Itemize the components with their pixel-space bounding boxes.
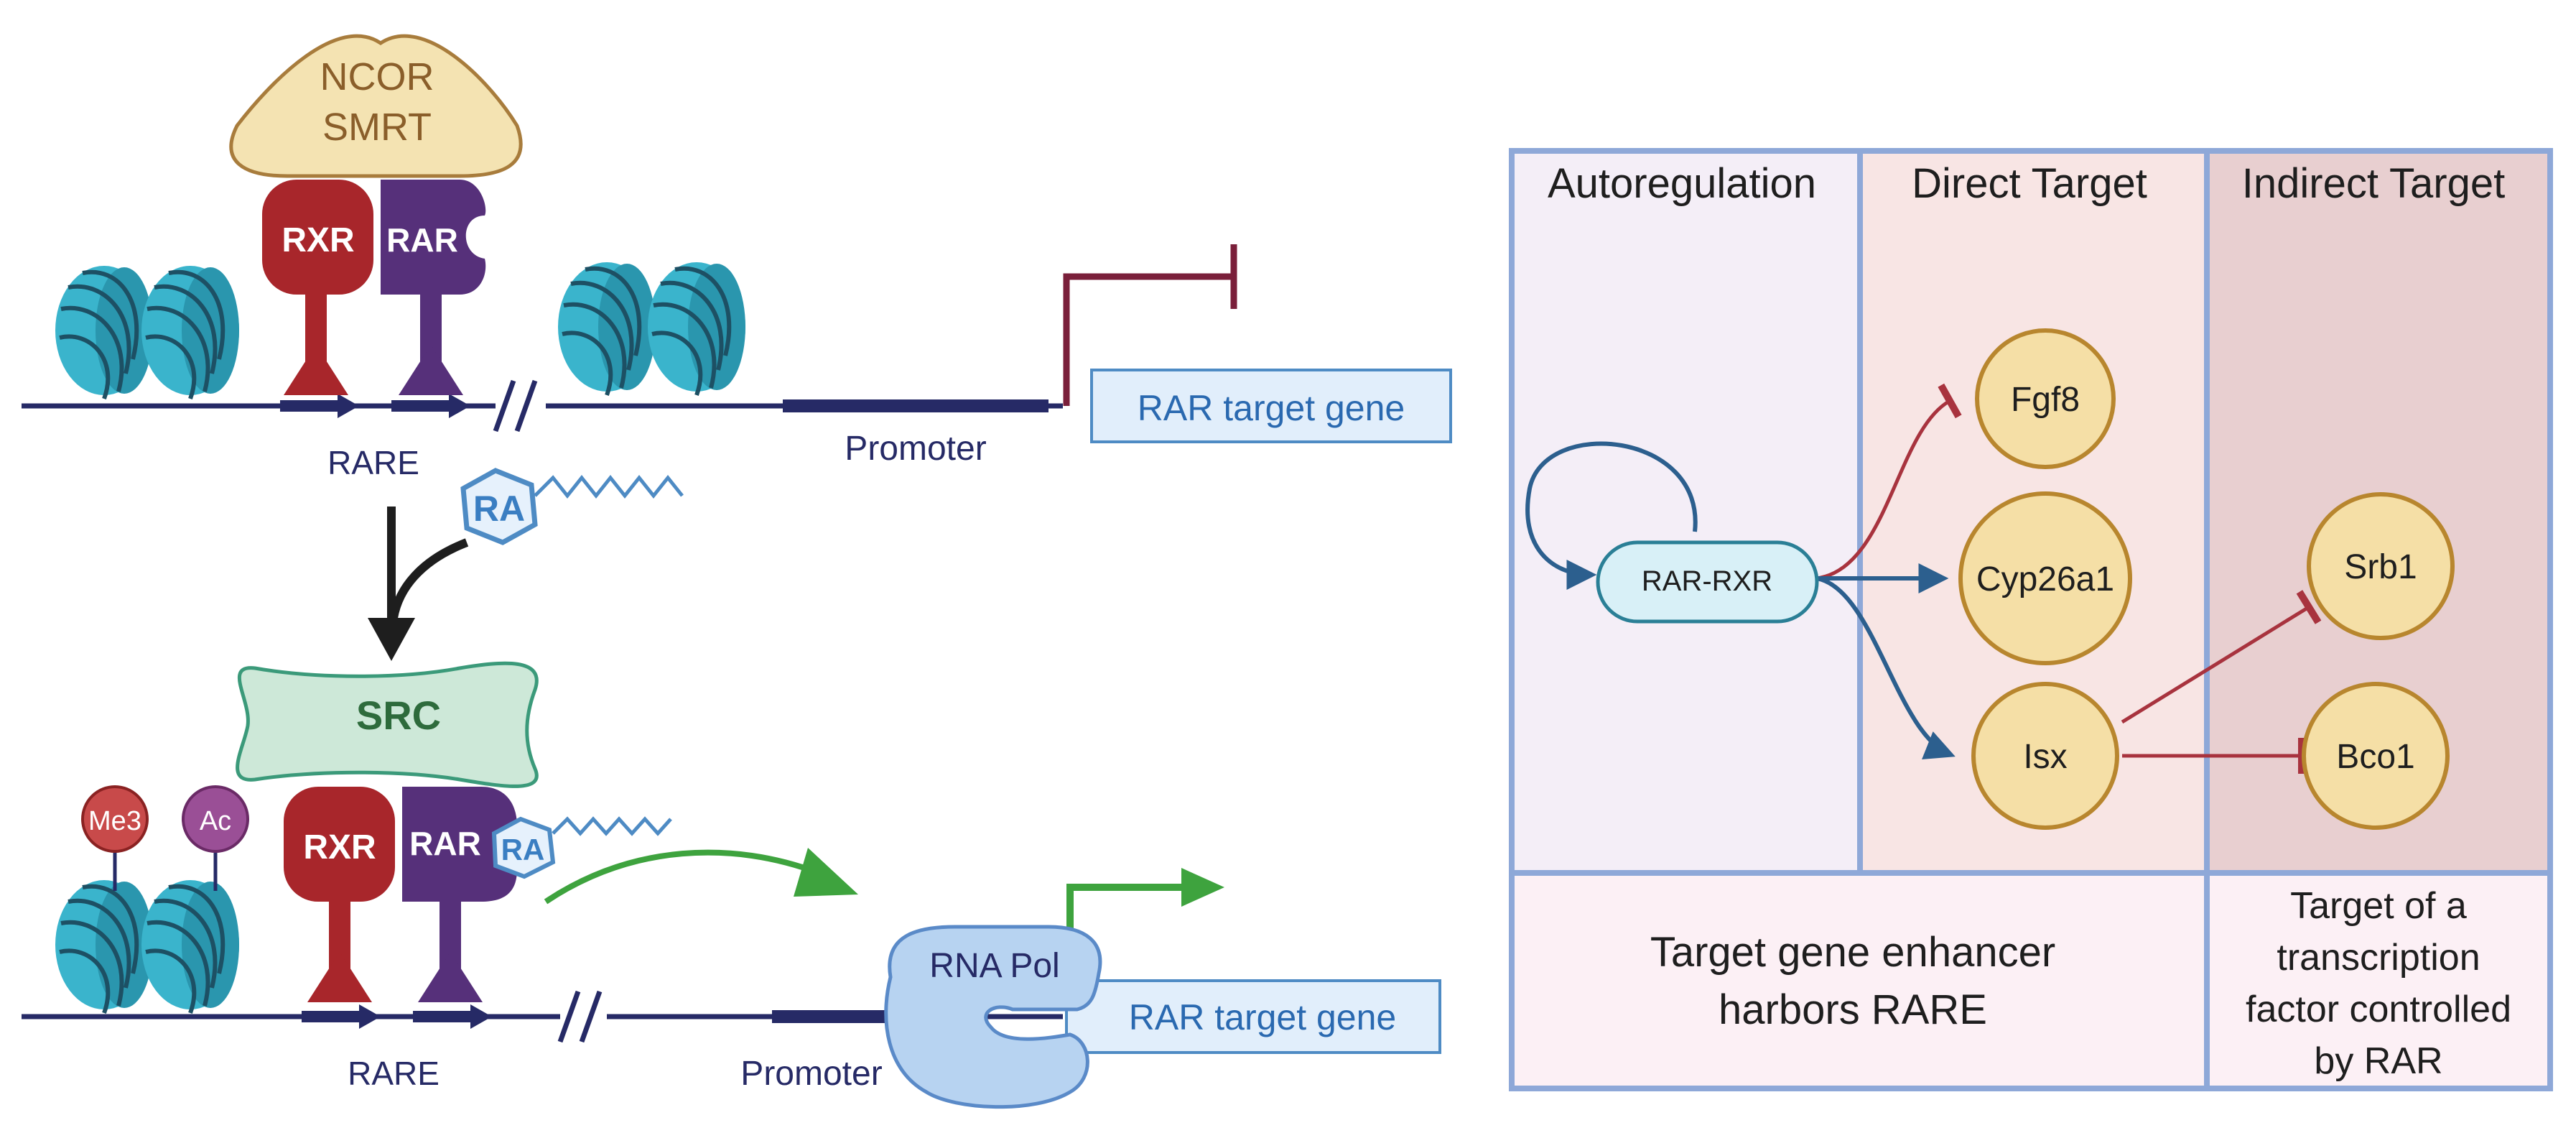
- gene-node-bco1: [2302, 682, 2450, 830]
- ra-ligand-label: RA: [473, 489, 525, 529]
- rare-label-bottom: RARE: [348, 1055, 440, 1092]
- bound-ra-ligand: [491, 816, 672, 879]
- histone-mark-ac-label: Ac: [200, 806, 231, 836]
- edge-isx-srb1: [2121, 590, 2322, 724]
- rxr-label-top: RXR: [282, 221, 354, 259]
- autoregulation-loop-arrow: [1525, 441, 1698, 590]
- gene-node-cyp26a1: [1958, 491, 2132, 665]
- gene-label-bottom: RAR target gene: [1129, 997, 1396, 1037]
- rar-receptor-top: [381, 180, 486, 395]
- footer-left-line-2: harbors RARE: [1719, 986, 1987, 1033]
- histone-mark-me3-label: Me3: [88, 806, 141, 836]
- nucleosome-icon: [141, 880, 239, 1013]
- rxr-receptor-top: [262, 180, 373, 395]
- gene-node-isx: [1971, 682, 2119, 830]
- gene-box-bottom: [1065, 979, 1441, 1054]
- rar-label-top: RAR: [386, 221, 458, 259]
- hub-node-label: RAR-RXR: [1642, 565, 1772, 597]
- promoter-segment-top: [783, 399, 1048, 412]
- rxr-receptor-bottom: [284, 787, 395, 1002]
- edge-hub-isx: [1816, 576, 1956, 759]
- footer-right-line-4: by RAR: [2314, 1040, 2442, 1082]
- header-direct-target: Direct Target: [1912, 160, 2147, 207]
- retinoic-acid-ligand: [460, 468, 684, 545]
- rna-pol-label: RNA Pol: [929, 947, 1059, 985]
- dna-break-top: [493, 379, 538, 433]
- activation-curve-arrow: [544, 849, 820, 905]
- coactivator-shape: [236, 661, 539, 788]
- histone-mark-me3: [81, 785, 149, 853]
- activated-state: SRC Me3 Ac RXR RAR: [22, 661, 1441, 1109]
- footer-right-line-2: transcription: [2277, 937, 2480, 979]
- coactivator-label: SRC: [356, 693, 441, 738]
- gene-box-top: [1090, 369, 1452, 443]
- gene-node-isx-label: Isx: [2023, 738, 2067, 776]
- corepressor-shape: [229, 34, 523, 178]
- footer-right-line-3: factor controlled: [2246, 989, 2511, 1030]
- nucleosome-icon: [55, 880, 153, 1013]
- histone-mark-ac: [182, 785, 249, 853]
- dna-break-bottom: [557, 990, 603, 1043]
- rna-polymerase: [884, 925, 1102, 1109]
- corepressor-label-2: SMRT: [322, 106, 432, 149]
- repressed-tss-icon: [1063, 244, 1237, 406]
- edge-hub-fgf8: [1816, 383, 1962, 581]
- hub-node: [1596, 540, 1819, 624]
- gene-node-fgf8-label: Fgf8: [2011, 381, 2080, 419]
- nucleosome-icon: [141, 266, 239, 399]
- nucleosome-icon: [648, 262, 745, 395]
- footer-right-line-1: Target of a: [2290, 885, 2467, 927]
- footer-left-cell: [1512, 873, 2207, 1088]
- nucleosome-icon: [55, 266, 153, 399]
- rare-label-top: RARE: [327, 444, 419, 481]
- corepressor-label-1: NCOR: [320, 55, 434, 98]
- footer-left-line-1: Target gene enhancer: [1650, 929, 2055, 976]
- rar-label-bottom: RAR: [409, 825, 481, 862]
- gene-node-srb1: [2307, 492, 2455, 640]
- regulation-table: Autoregulation Direct Target Indirect Ta…: [1509, 148, 2553, 1091]
- header-autoregulation: Autoregulation: [1548, 160, 1816, 207]
- gene-node-srb1-label: Srb1: [2344, 548, 2417, 586]
- promoter-label-top: Promoter: [845, 430, 986, 468]
- column-autoregulation: [1512, 151, 1860, 873]
- gene-node-fgf8: [1975, 328, 2116, 469]
- gene-node-bco1-label: Bco1: [2336, 738, 2414, 776]
- bound-ra-label: RA: [501, 833, 545, 866]
- header-indirect-target: Indirect Target: [2242, 160, 2505, 207]
- table-outline: [1509, 148, 2553, 1091]
- rxr-label-bottom: RXR: [303, 828, 376, 866]
- gene-node-cyp26a1-label: Cyp26a1: [1976, 560, 2114, 598]
- gene-label-top: RAR target gene: [1138, 388, 1405, 428]
- transition-arrow: [368, 507, 469, 661]
- rar-receptor-bottom: [402, 787, 517, 1002]
- repressed-state: NCOR SMRT RXR RAR RARE Promoter RAR targ…: [22, 34, 1452, 481]
- footer-right-cell: [2207, 873, 2550, 1088]
- nucleosome-icon: [558, 262, 656, 395]
- promoter-label-bottom: Promoter: [740, 1055, 882, 1093]
